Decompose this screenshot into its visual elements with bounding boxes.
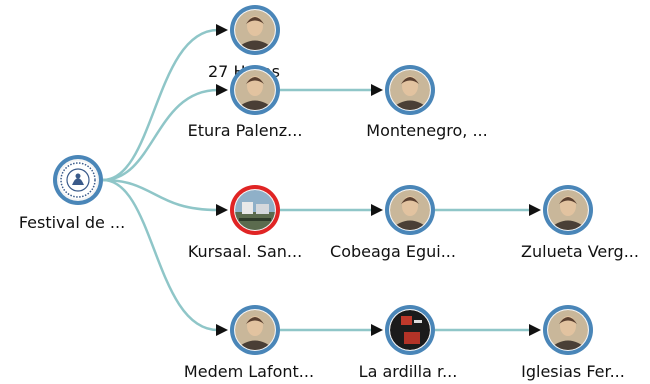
edge-festival-to-etura [102,88,219,182]
arrowhead-montenegro [371,84,383,96]
person-photo-icon [390,70,430,110]
arrowhead-iglesias [529,324,541,336]
node-label-zulueta: Zulueta Verg... [521,242,639,261]
graph-node-ardilla[interactable]: La ardilla r... [359,305,458,381]
person-photo-icon [548,310,588,350]
node-label-iglesias: Iglesias Fer... [521,362,625,381]
node-label-medem: Medem Lafont... [184,362,314,381]
edges-layer [102,24,541,336]
person-photo-icon [235,310,275,350]
graph-node-etura[interactable]: Etura Palenz... [188,65,303,140]
arrowhead-cobeaga [371,204,383,216]
arrowhead-kursaal [216,204,228,216]
arrowhead-etura [216,84,228,96]
graph-node-kursaal[interactable]: Kursaal. San... [188,185,302,261]
node-label-etura: Etura Palenz... [188,121,303,140]
person-photo-icon [235,70,275,110]
edge-festival-to-kursaal [102,178,219,212]
film-poster-icon [390,310,430,350]
edge-festival-to-medem [102,178,219,332]
arrowhead-27horas [216,24,228,36]
graph-node-zulueta[interactable]: Zulueta Verg... [521,185,639,261]
nodes-layer: Festival de ...27 HorasEtura Palenz...Mo… [19,5,639,381]
graph-node-cobeaga[interactable]: Cobeaga Egui... [330,185,456,261]
node-label-kursaal: Kursaal. San... [188,242,302,261]
person-photo-icon [548,190,588,230]
graph-node-medem[interactable]: Medem Lafont... [184,305,314,381]
graph-node-festival[interactable]: Festival de ... [19,155,125,232]
graph-node-iglesias[interactable]: Iglesias Fer... [521,305,625,381]
arrowhead-ardilla [371,324,383,336]
node-label-festival: Festival de ... [19,213,125,232]
node-label-cobeaga: Cobeaga Egui... [330,242,456,261]
person-photo-icon [235,10,275,50]
seal-logo-icon [59,161,97,199]
node-label-montenegro: Montenegro, ... [366,121,487,140]
person-photo-icon [390,190,430,230]
arrowhead-medem [216,324,228,336]
graph-node-montenegro[interactable]: Montenegro, ... [366,65,488,140]
node-label-ardilla: La ardilla r... [359,362,458,381]
building-photo-icon [235,190,275,230]
edge-festival-to-27horas [102,28,219,182]
arrowhead-zulueta [529,204,541,216]
